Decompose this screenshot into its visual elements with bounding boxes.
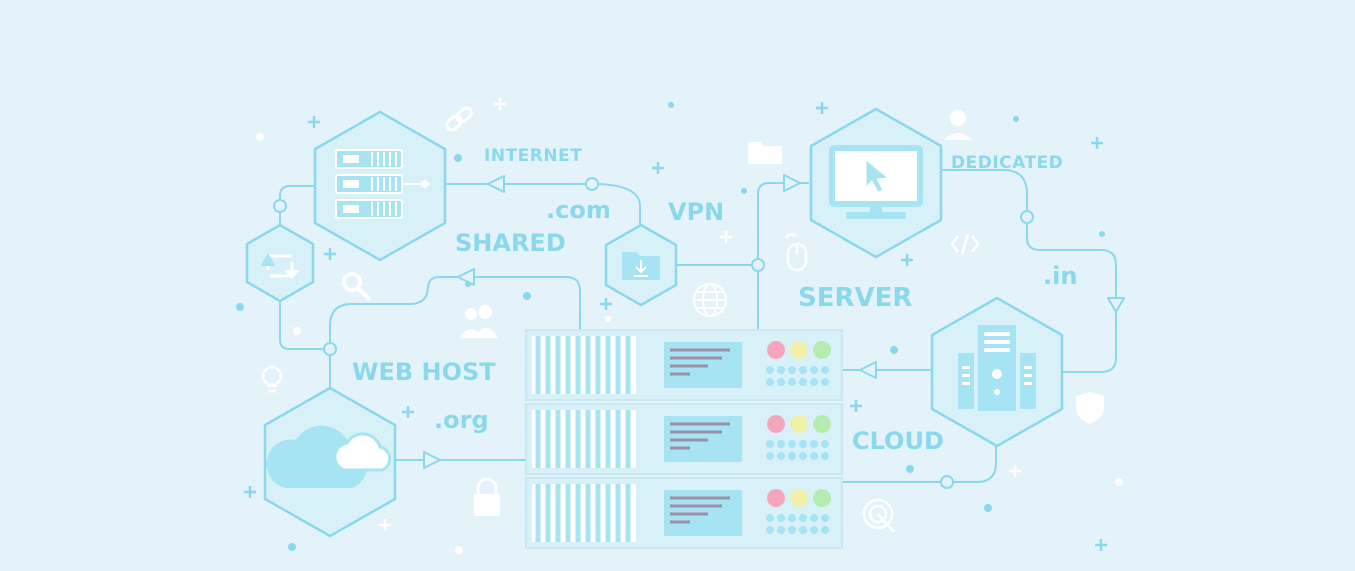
touch-icon: [862, 498, 895, 533]
cloud-icon: [266, 425, 392, 488]
label-internet: INTERNET: [484, 146, 583, 166]
shield-icon: [1076, 392, 1104, 424]
users-icon: [460, 305, 498, 338]
sparkle-white-dots: [256, 133, 1123, 554]
rack-unit-icon: [525, 477, 843, 549]
label-server: SERVER: [798, 283, 913, 313]
label-shared: SHARED: [455, 229, 566, 257]
direction-arrows: [423, 174, 1125, 469]
junction-dots: [273, 177, 1034, 489]
code-icon: [950, 233, 980, 255]
folder-download-icon: [622, 252, 660, 280]
lightbulb-icon: [261, 365, 283, 393]
sparkle-plus-icons: [244, 102, 1107, 551]
mouse-icon: [784, 233, 808, 272]
server-rack-icon: [335, 149, 430, 219]
label-dedicated: DEDICATED: [951, 153, 1064, 173]
link-icon: [445, 106, 473, 132]
monitor-cursor-icon: [829, 145, 923, 219]
globe-icon: [693, 283, 727, 317]
label-dotorg: .org: [434, 406, 489, 434]
label-cloud: CLOUD: [852, 427, 944, 455]
lock-icon: [474, 477, 500, 516]
rack-units: [525, 329, 843, 549]
sync-arrows-icon: [260, 253, 300, 279]
server-tower-icon: [958, 325, 1036, 411]
folder-icon: [748, 142, 782, 164]
sparkle-white-icons: [379, 98, 1021, 531]
rack-unit-icon: [525, 329, 843, 401]
search-icon: [342, 272, 372, 302]
rack-unit-icon: [525, 403, 843, 475]
connector-lines: [279, 169, 1117, 483]
support-agent-icon: [944, 110, 972, 140]
sparkle-dots: [236, 102, 1105, 551]
label-dotin: .in: [1043, 262, 1078, 290]
label-dotcom: .com: [546, 196, 611, 224]
label-vpn: VPN: [668, 198, 725, 226]
label-webhost: WEB HOST: [352, 358, 496, 386]
